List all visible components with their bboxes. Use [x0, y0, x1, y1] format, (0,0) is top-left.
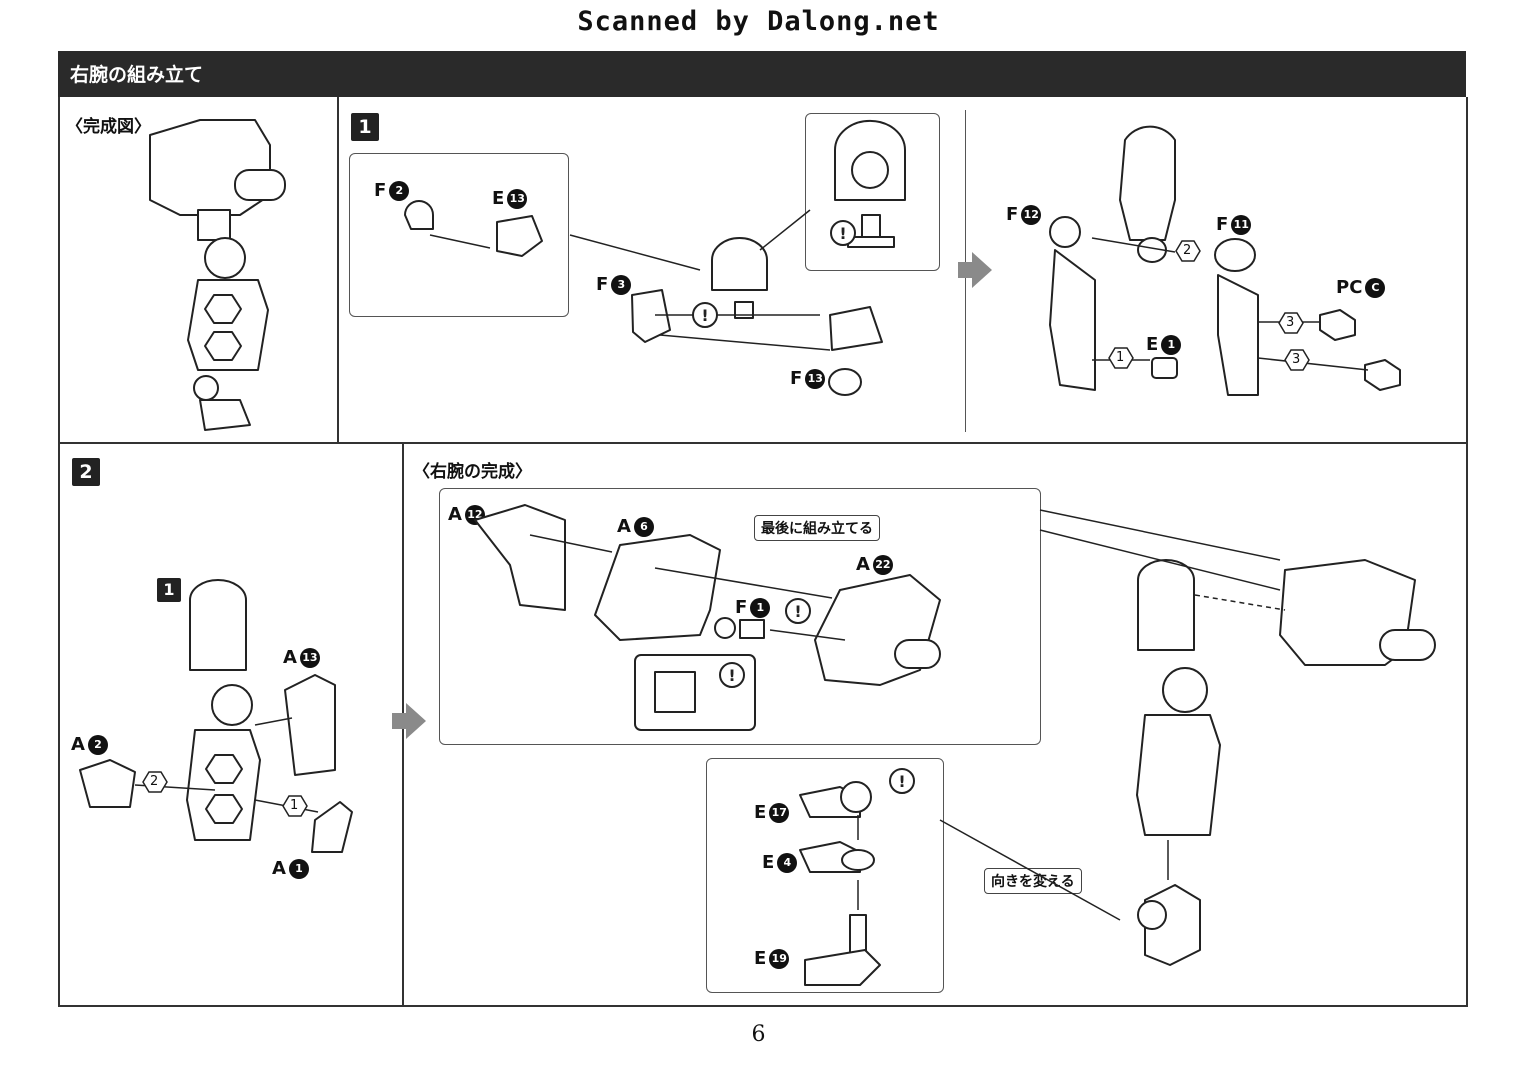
- svg-text:!: !: [839, 224, 846, 243]
- callout-assemble-last: 最後に組み立てる: [754, 515, 880, 541]
- step2-num-2: 2: [150, 774, 159, 789]
- callout-change-direction: 向きを変える: [984, 868, 1082, 894]
- part-letter: F: [1006, 204, 1019, 225]
- part-letter: F: [790, 368, 803, 389]
- step1-inset-box: [349, 153, 569, 317]
- part-number: 11: [1231, 214, 1252, 235]
- part-number: 22: [872, 554, 893, 575]
- part-number: 2: [87, 734, 108, 755]
- svg-text:!: !: [898, 772, 905, 791]
- svg-text:!: !: [701, 306, 708, 325]
- part-letter: E: [762, 852, 775, 873]
- instruction-frame: [58, 97, 1468, 1007]
- step-num-3a: 3: [1286, 315, 1295, 330]
- part-letter: PC: [1336, 277, 1363, 298]
- step-num-3b: 3: [1292, 352, 1301, 367]
- part-number: 19: [769, 948, 790, 969]
- completed-arm-drawing: [149, 119, 286, 431]
- part-letter: F: [1216, 214, 1229, 235]
- divider-v1: [337, 97, 339, 443]
- part-number: 6: [633, 516, 654, 537]
- part-number: 13: [299, 647, 320, 668]
- right-arm-complete-label: 〈右腕の完成〉: [413, 462, 532, 482]
- part-number: C: [1365, 277, 1386, 298]
- part-number: 13: [805, 368, 826, 389]
- part-letter: A: [617, 516, 631, 537]
- step-num-1: 1: [1116, 350, 1125, 365]
- part-number: 1: [288, 858, 309, 879]
- part-letter: A: [283, 647, 297, 668]
- part-number: 17: [769, 802, 790, 823]
- divider-h: [58, 442, 1466, 444]
- final-assembly-box: [439, 488, 1041, 745]
- part-letter: A: [856, 554, 870, 575]
- step1-zoom-box: [805, 113, 940, 271]
- section-title: 右腕の組み立て: [70, 64, 204, 86]
- part-letter: F: [735, 597, 748, 618]
- part-letter: E: [754, 948, 767, 969]
- part-letter: F: [374, 180, 387, 201]
- step-num-2: 2: [1183, 243, 1192, 258]
- page-number: 6: [751, 1022, 766, 1047]
- part-number: 13: [507, 188, 528, 209]
- svg-text:!: !: [728, 666, 735, 685]
- part-letter: A: [272, 858, 286, 879]
- joint-assembly-box: [706, 758, 944, 993]
- part-letter: A: [71, 734, 85, 755]
- part-number: 12: [1021, 204, 1042, 225]
- complete-view-label: 〈完成図〉: [66, 117, 151, 137]
- part-number: 1: [1161, 334, 1182, 355]
- part-letter: E: [492, 188, 505, 209]
- step2-num-1: 1: [290, 798, 299, 813]
- part-letter: F: [596, 274, 609, 295]
- part-letter: A: [448, 504, 462, 525]
- part-letter: E: [1146, 334, 1159, 355]
- scan-credit: Scanned by Dalong.net: [577, 6, 940, 37]
- part-number: 2: [389, 180, 410, 201]
- part-letter: E: [754, 802, 767, 823]
- part-number: 3: [611, 274, 632, 295]
- part-number: 1: [750, 597, 771, 618]
- step-2-badge: 2: [72, 458, 100, 486]
- section-header: 右腕の組み立て: [58, 51, 1466, 97]
- step-2-sub-badge: 1: [157, 578, 181, 602]
- part-number: 4: [777, 852, 798, 873]
- step-1-badge: 1: [351, 113, 379, 141]
- svg-text:!: !: [794, 602, 801, 621]
